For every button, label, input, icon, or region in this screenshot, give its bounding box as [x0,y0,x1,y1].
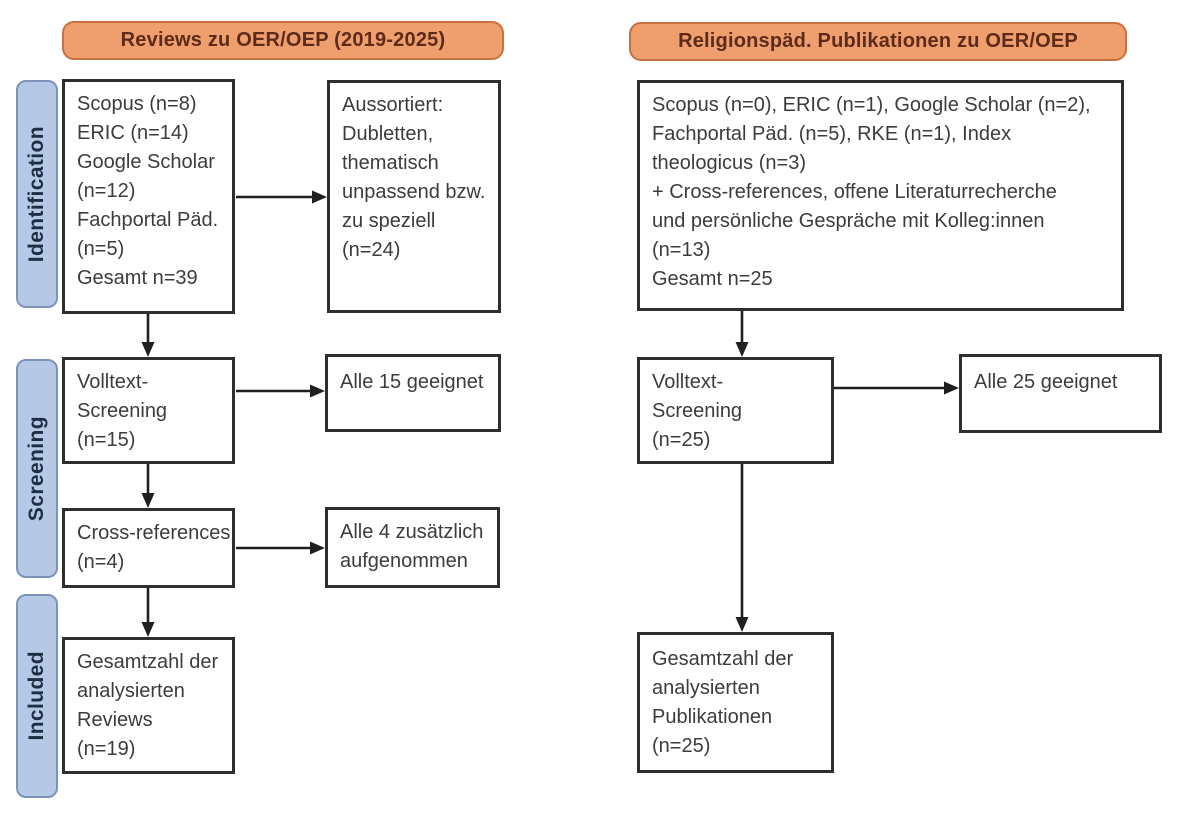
box-line: aufgenommen [340,550,468,572]
box-line: und persönliche Gespräche mit Kolleg:inn… [652,210,1045,232]
stage-label-identification: Identification [16,80,58,308]
column-header-religionspaed-label: Religionspäd. Publikationen zu OER/OEP [678,30,1078,52]
box-line: Screening [77,400,168,422]
box-line: Screening [652,400,743,422]
box-line: + Cross-references, offene Literaturrech… [652,181,1057,203]
box-line: analysierten [652,677,760,699]
box-left-total-reviews: Gesamtzahl der analysierten Reviews (n=1… [62,637,235,774]
box-line: zu speziell [342,210,436,232]
box-line: Fachportal Päd. (n=5), RKE (n=1), Index [652,123,1012,145]
box-line: (n=19) [77,738,136,760]
box-line: Fachportal Päd. [77,209,219,231]
box-line: Aussortiert: [342,94,444,116]
box-right-total-publikationen: Gesamtzahl der analysierten Publikatione… [637,632,834,773]
stage-label-screening-text: Screening [25,415,48,522]
box-left-alle4-aufgenommen: Alle 4 zusätzlich aufgenommen [325,507,500,588]
box-right-alle25-geeignet: Alle 25 geeignet [959,354,1162,433]
box-left-cross-references: Cross-references (n=4) [62,508,235,588]
stage-label-included-text: Included [25,651,48,741]
box-line: Volltext- [652,371,724,393]
stage-label-included: Included [16,594,58,798]
box-line: Publikationen [652,706,773,728]
box-right-identification-sources: Scopus (n=0), ERIC (n=1), Google Scholar… [637,80,1124,311]
box-right-volltext-screening: Volltext- Screening (n=25) [637,357,834,464]
box-line: (n=25) [652,429,711,451]
box-line: Reviews [77,709,153,731]
box-line: thematisch [342,152,439,174]
box-line: (n=15) [77,429,136,451]
box-line: (n=12) [77,180,136,202]
box-line: Gesamt n=25 [652,268,773,290]
box-line: theologicus (n=3) [652,152,806,174]
box-line: Scopus (n=0), ERIC (n=1), Google Scholar… [652,94,1091,116]
box-line: Alle 25 geeignet [974,371,1118,393]
box-line: Gesamtzahl der [77,651,219,673]
box-left-volltext-screening: Volltext- Screening (n=15) [62,357,235,464]
box-line: unpassend bzw. [342,181,486,203]
column-header-religionspaed: Religionspäd. Publikationen zu OER/OEP [629,22,1127,61]
column-header-reviews-label: Reviews zu OER/OEP (2019-2025) [120,29,446,51]
box-line: (n=25) [652,735,711,757]
box-line: Gesamt n=39 [77,267,198,289]
stage-label-identification-text: Identification [25,125,48,263]
box-line: (n=24) [342,239,401,261]
box-line: Gesamtzahl der [652,648,794,670]
box-left-alle15-geeignet: Alle 15 geeignet [325,354,501,432]
box-line: Google Scholar [77,151,215,173]
box-line: Alle 15 geeignet [340,371,484,393]
box-line: analysierten [77,680,185,702]
box-line: ERIC (n=14) [77,122,189,144]
box-line: Alle 4 zusätzlich [340,521,484,543]
box-line: (n=13) [652,239,711,261]
box-line: Cross-references [77,522,231,544]
box-left-excluded: Aussortiert: Dubletten, thematisch unpas… [327,80,501,313]
column-header-reviews: Reviews zu OER/OEP (2019-2025) [62,21,504,60]
box-line: Dubletten, [342,123,434,145]
box-left-identification-sources: Scopus (n=8) ERIC (n=14) Google Scholar … [62,79,235,314]
box-line: (n=4) [77,551,125,573]
box-line: Volltext- [77,371,149,393]
stage-label-screening: Screening [16,359,58,578]
box-line: (n=5) [77,238,125,260]
box-line: Scopus (n=8) [77,93,197,115]
